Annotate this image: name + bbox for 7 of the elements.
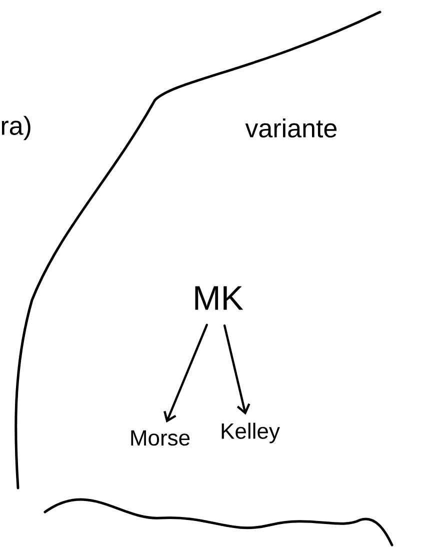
arrow <box>223 324 250 415</box>
handwritten-word: Kelley <box>222 422 280 444</box>
handwritten-word: variante <box>245 118 337 138</box>
handwritten-word: MK <box>195 286 244 310</box>
handwritten-word: Morse <box>131 430 190 446</box>
arrow <box>164 324 208 423</box>
handwritten-word: ra) <box>2 116 30 140</box>
